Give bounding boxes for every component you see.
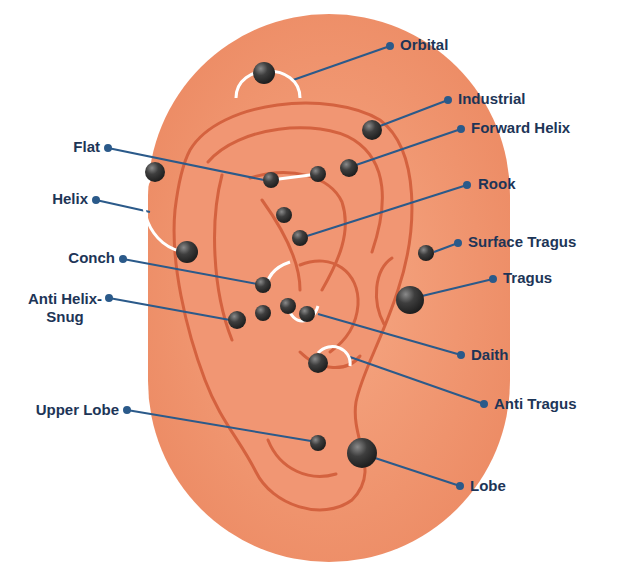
piercing-rings: [144, 71, 350, 366]
piercing-label: Flat: [73, 138, 100, 156]
piercing-label: Daith: [471, 346, 509, 364]
piercing-label: Anti Helix-Snug: [17, 290, 113, 326]
leader-lines: [93, 43, 496, 489]
piercing-label: Rook: [478, 175, 516, 193]
piercing-label: Conch: [68, 249, 115, 267]
piercing-balls: [145, 62, 434, 468]
piercing-label: Forward Helix: [471, 119, 570, 137]
piercing-label: Helix: [52, 190, 88, 208]
piercing-label: Lobe: [470, 477, 506, 495]
piercing-label: Surface Tragus: [468, 233, 576, 251]
piercing-label: Upper Lobe: [36, 401, 119, 419]
piercing-label: Anti Tragus: [494, 395, 577, 413]
ear-outline: [174, 103, 412, 510]
piercing-label: Orbital: [400, 36, 448, 54]
piercing-label: Industrial: [458, 90, 526, 108]
piercing-label: Tragus: [503, 269, 552, 287]
background-pill: [148, 14, 510, 562]
